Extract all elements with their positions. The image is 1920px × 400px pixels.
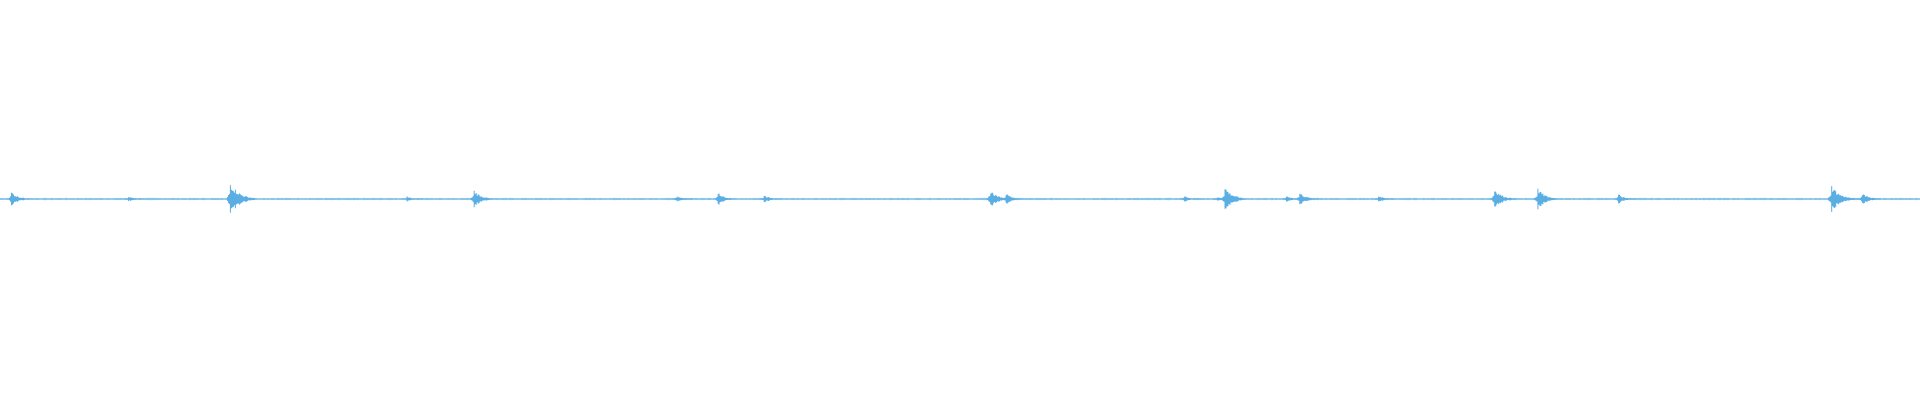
waveform-burst (1533, 188, 1559, 210)
waveform-burst (1374, 196, 1396, 202)
waveform-burst (402, 196, 423, 202)
waveform-burst (124, 197, 145, 201)
waveform-burst (1857, 194, 1881, 204)
waveform-burst (713, 193, 737, 205)
waveform-burst (225, 185, 255, 213)
waveform-burst (469, 190, 494, 208)
waveform-burst (1220, 189, 1247, 209)
waveform-burst (1614, 194, 1637, 204)
waveform-burst (7, 192, 30, 206)
waveform-burst (1281, 196, 1302, 202)
waveform-burst (673, 196, 694, 202)
waveform-burst (1001, 194, 1024, 204)
waveform-burst (759, 195, 781, 203)
waveform-burst (1490, 191, 1516, 207)
waveform-burst (1180, 196, 1202, 202)
waveform-burst (1827, 186, 1855, 212)
